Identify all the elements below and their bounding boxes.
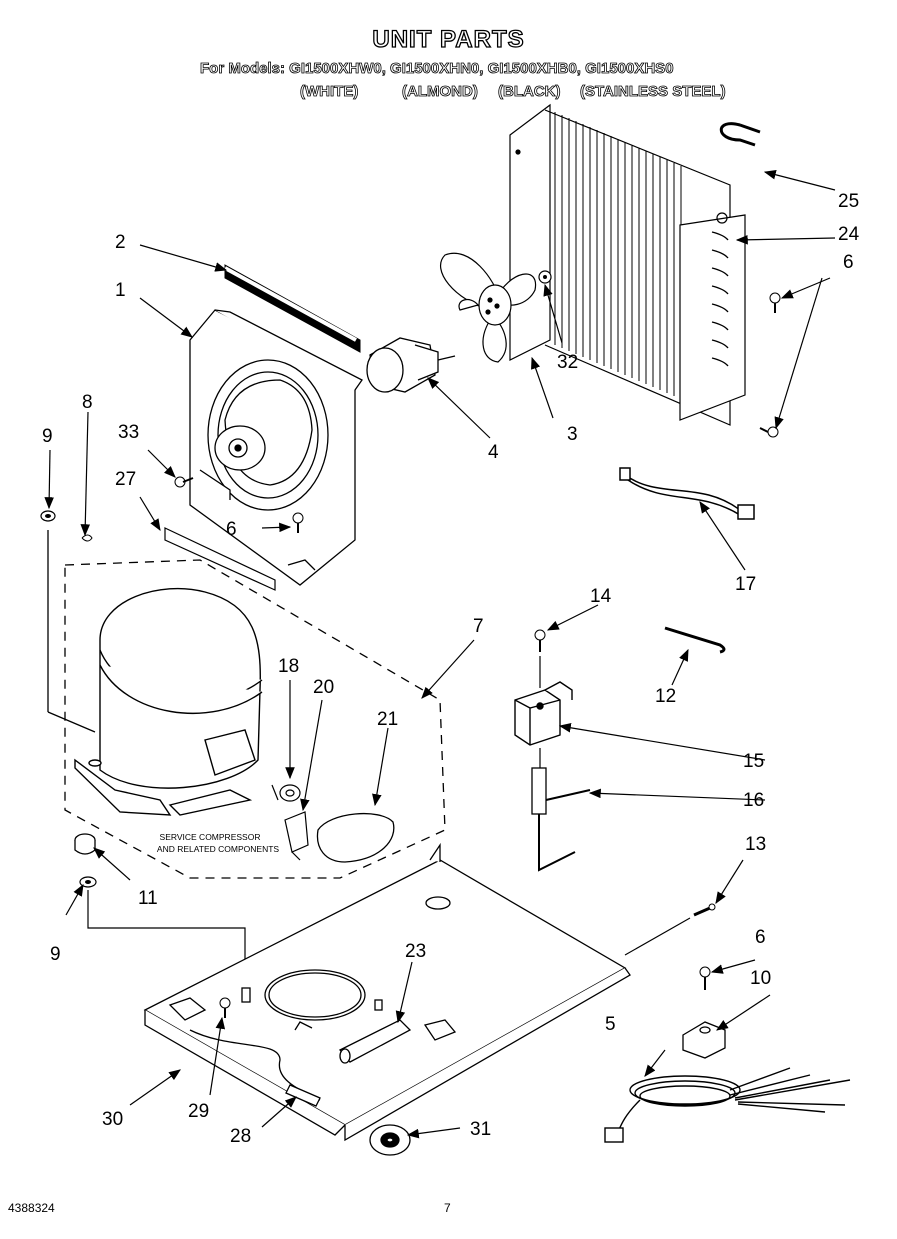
color-white: (WHITE) bbox=[300, 83, 359, 101]
bracket-part-27 bbox=[164, 527, 276, 591]
tube-part-25 bbox=[719, 122, 761, 147]
screw-part-6-right-upper bbox=[769, 292, 781, 313]
callout-6-right: 6 bbox=[843, 252, 854, 273]
overload-part-18 bbox=[271, 784, 301, 802]
screw-part-14 bbox=[534, 629, 546, 652]
callout-8: 8 bbox=[82, 392, 93, 413]
screw-part-6-left bbox=[292, 512, 304, 533]
condenser bbox=[509, 103, 746, 426]
callout-12: 12 bbox=[655, 686, 676, 707]
callout-11: 11 bbox=[138, 888, 158, 909]
fan-blade bbox=[439, 252, 537, 363]
callout-2: 2 bbox=[115, 232, 126, 253]
callout-14: 14 bbox=[590, 586, 612, 607]
clip-part-8 bbox=[81, 534, 93, 542]
callout-4: 4 bbox=[488, 442, 499, 463]
wire-harness-part-17 bbox=[619, 467, 755, 520]
callout-13: 13 bbox=[745, 834, 766, 855]
callout-28: 28 bbox=[230, 1126, 251, 1147]
callout-5: 5 bbox=[605, 1014, 616, 1035]
valve-part-16 bbox=[531, 767, 591, 872]
callout-30: 30 bbox=[102, 1109, 123, 1130]
page-title: UNIT PARTS bbox=[372, 25, 525, 53]
screw-part-29 bbox=[219, 997, 231, 1018]
callout-20: 20 bbox=[313, 677, 334, 698]
color-stainless-steel: (STAINLESS STEEL) bbox=[580, 83, 726, 101]
power-cord-part-5 bbox=[604, 1067, 851, 1143]
relay-part-20 bbox=[284, 811, 309, 861]
callout-7: 7 bbox=[473, 616, 484, 637]
callout-10: 10 bbox=[750, 968, 771, 989]
base-plate bbox=[143, 842, 631, 1142]
service-note-line-2: AND RELATED COMPONENTS bbox=[157, 844, 279, 854]
callout-18: 18 bbox=[278, 656, 299, 677]
callout-16: 16 bbox=[743, 790, 764, 811]
color-almond: (ALMOND) bbox=[402, 83, 479, 101]
drier-part-23 bbox=[338, 1019, 412, 1064]
doc-number: 4388324 bbox=[8, 1201, 55, 1215]
callout-1: 1 bbox=[115, 280, 126, 301]
callout-17: 17 bbox=[735, 574, 756, 595]
callout-25: 25 bbox=[838, 191, 859, 212]
callout-33: 33 bbox=[118, 422, 139, 443]
callout-9-bottom: 9 bbox=[50, 944, 61, 965]
screw-part-33 bbox=[174, 476, 194, 488]
screw-part-6-right-lower bbox=[759, 426, 779, 438]
callout-21: 21 bbox=[377, 709, 398, 730]
clip-part-12 bbox=[664, 626, 726, 654]
models-line: For Models: GI1500XHW0, GI1500XHN0, GI15… bbox=[200, 60, 674, 78]
callout-15: 15 bbox=[743, 751, 764, 772]
callout-27: 27 bbox=[115, 469, 136, 490]
clamp-part-10 bbox=[682, 1021, 726, 1059]
foot-part-31 bbox=[369, 1124, 411, 1156]
fan-motor bbox=[366, 337, 456, 393]
callout-6-bottom: 6 bbox=[755, 927, 766, 948]
cover-part-21 bbox=[316, 812, 395, 863]
callout-23: 23 bbox=[405, 941, 426, 962]
solenoid-part-15 bbox=[514, 681, 573, 746]
service-note-line-1: SERVICE COMPRESSOR bbox=[160, 832, 261, 842]
callout-32: 32 bbox=[557, 352, 578, 373]
color-black: (BLACK) bbox=[498, 83, 561, 101]
callout-29: 29 bbox=[188, 1101, 209, 1122]
callout-6-left: 6 bbox=[226, 519, 237, 540]
callout-9-top: 9 bbox=[42, 426, 53, 447]
screw-part-6-bottom bbox=[699, 966, 711, 990]
callout-24: 24 bbox=[838, 224, 860, 245]
valve-part-28 bbox=[285, 1084, 321, 1107]
screw-part-13 bbox=[693, 903, 716, 917]
compressor-group-outline bbox=[64, 559, 446, 879]
fan-shroud bbox=[189, 309, 363, 586]
grommet-part-11 bbox=[74, 833, 96, 855]
callout-31: 31 bbox=[470, 1119, 491, 1140]
callout-3: 3 bbox=[567, 424, 578, 445]
page-number: 7 bbox=[444, 1201, 451, 1215]
leader-lines bbox=[44, 170, 836, 1139]
compressor bbox=[74, 587, 263, 816]
